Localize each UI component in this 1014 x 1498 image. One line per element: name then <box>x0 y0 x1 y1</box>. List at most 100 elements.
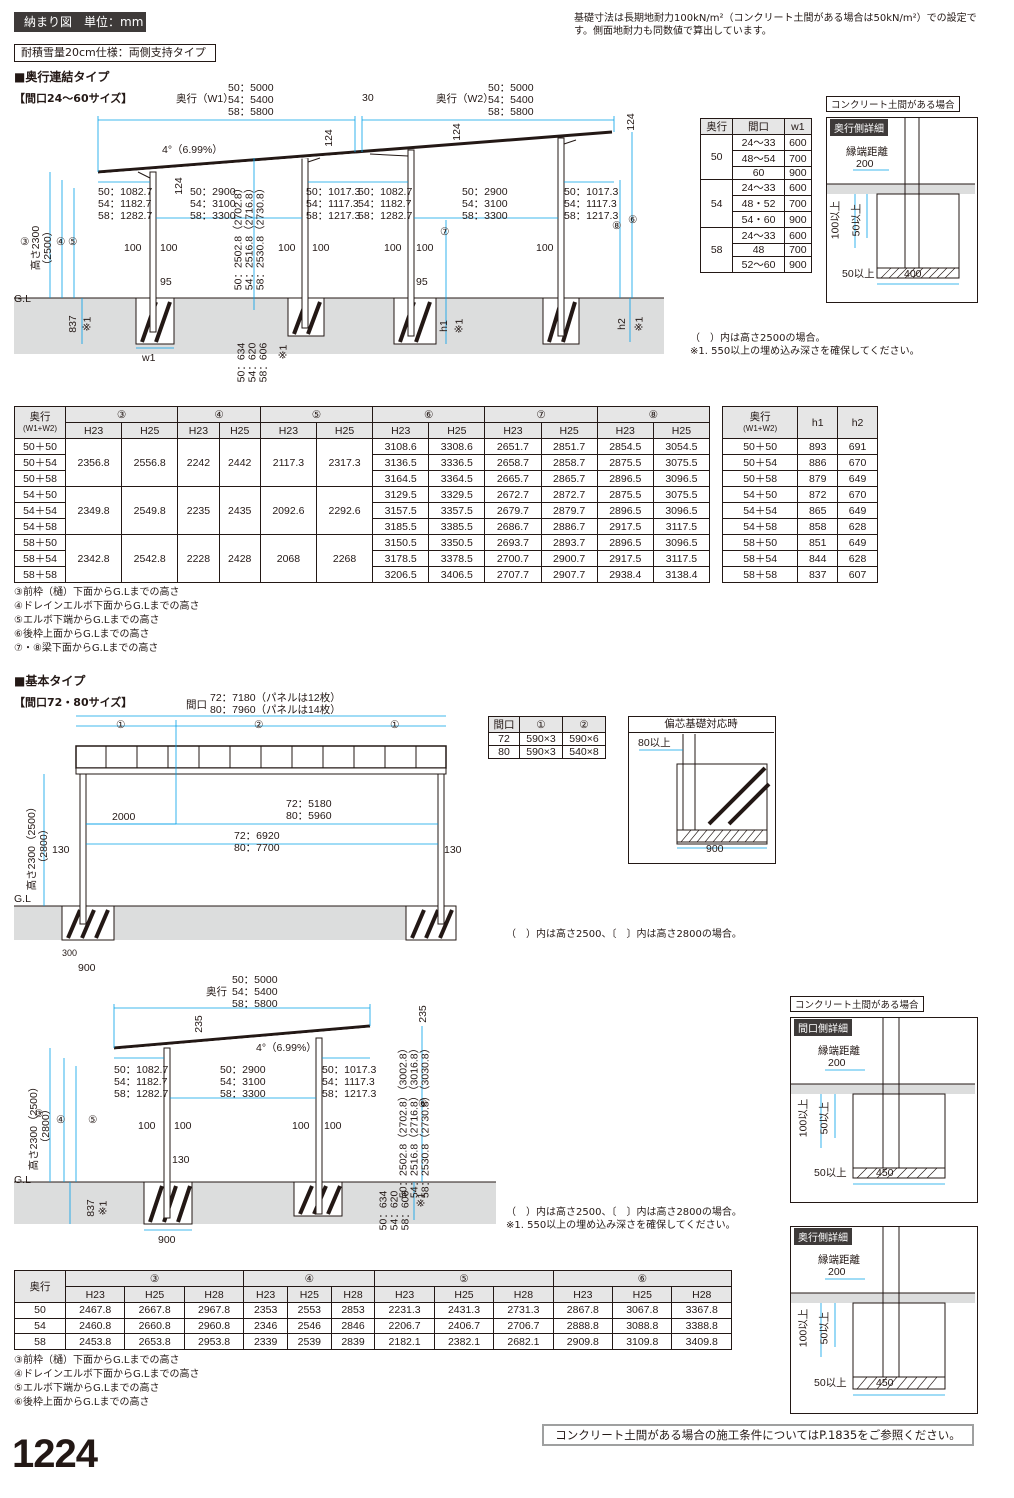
detail2a-v100: 100以上 <box>797 1098 810 1138</box>
mid-offsets-1: 50：1017.3 54：1117.3 58：1217.3 <box>306 186 361 222</box>
dim-100-c: 100 <box>278 242 296 254</box>
slope-label-3: 4°（6.99%） <box>256 1042 317 1054</box>
mark-1-b: ※1 <box>453 318 466 334</box>
dim-100-e: 100 <box>384 242 402 254</box>
bury-depths: 50：634 54：620 58：606 <box>235 342 270 383</box>
detail2b-edge-val: 200 <box>828 1266 846 1278</box>
mark-1-e: ※1 <box>97 1200 110 1216</box>
sec3-note1: （ ）内は高さ2500、〔 〕内は高さ2800の場合。 <box>506 1207 742 1218</box>
dim-235-b: 235 <box>416 1005 429 1023</box>
sec3-note2: ※1. 550以上の埋め込み深さを確保してください。 <box>506 1220 736 1231</box>
detail2b-drawing <box>791 1227 975 1396</box>
w1-label: w1 <box>142 352 156 364</box>
circle-3: ③ <box>20 236 30 248</box>
dim-130-a: 130 <box>52 844 70 856</box>
detail2a-b50: 50以上 <box>814 1167 847 1179</box>
rear-offsets-3: 50：1017.3 54：1117.3 58：1217.3 <box>322 1064 377 1100</box>
basic-type-front-elevation <box>14 715 457 941</box>
dim-100-k: 100 <box>324 1120 342 1132</box>
mark-1-a: ※1 <box>81 316 94 332</box>
legend1-item: ⑤エルボ下端からG.Lまでの高さ <box>14 615 160 626</box>
dim-900-b: 900 <box>158 1234 176 1246</box>
height-label-3: 高さ2300（2500）（2800） <box>28 1081 52 1171</box>
spec-label: 耐積雪量20cm仕様：両側支持タイプ <box>14 44 216 62</box>
basic-type-side-elevation <box>14 1004 496 1231</box>
front-offsets: 50：1082.7 54：1182.7 58：1282.7 <box>98 186 153 222</box>
dim-124-c: 124 <box>624 113 637 131</box>
detail1-tag: コンクリート土間がある場合 <box>826 96 960 112</box>
dim-100-b: 100 <box>160 242 178 254</box>
span-values-3: 50：2900 54：3100 58：3300 <box>220 1064 266 1100</box>
circle-4-b: ④ <box>56 1114 66 1126</box>
dim-837: 837 <box>66 315 79 333</box>
depth-label-3: 奥行 <box>206 986 227 998</box>
circle-7: ⑦ <box>440 226 450 238</box>
detail1-b50: 50以上 <box>842 268 875 280</box>
dim-130-b: 130 <box>444 844 462 856</box>
dim-100-a: 100 <box>124 242 142 254</box>
detail2a-v50: 50以上 <box>818 1101 831 1135</box>
eccentric-title: 偏芯基礎対応時 <box>628 718 774 733</box>
dim-124-a: 124 <box>322 129 335 147</box>
detail1-drawing <box>827 118 975 285</box>
gap-30: 30 <box>362 92 374 104</box>
h2-label: h2 <box>615 318 628 330</box>
slope-label: 4°（6.99%） <box>162 144 223 156</box>
post-heights: 50：2502.8（2702.8） 54：2516.8（2716.8） 58：2… <box>232 182 267 291</box>
reference-note: コンクリート土間がある場合の施工条件についてはP.1835をご参照ください。 <box>542 1424 974 1446</box>
dim-100-d: 100 <box>312 242 330 254</box>
dim-100-h: 100 <box>138 1120 156 1132</box>
detail1-width: 400 <box>904 268 922 280</box>
circle-5-b: ⑤ <box>88 1114 98 1126</box>
foundation-note: 基礎寸法は長期地耐力100kN/m²（コンクリート土間がある場合は50kN/m²… <box>574 13 977 37</box>
width-label: 間口 <box>186 699 207 711</box>
depth-w2-label: 奥行（W2） <box>436 93 494 105</box>
span-values-1: 50：2900 54：3100 58：3300 <box>190 186 236 222</box>
detail1-v50: 50以上 <box>850 203 863 237</box>
depth-w1-label: 奥行（W1） <box>176 93 234 105</box>
eccentric-drawing <box>639 734 771 849</box>
mark-1-c: ※1 <box>633 316 646 332</box>
circle-4: ④ <box>56 236 66 248</box>
mid-offsets-2: 50：1017.3 54：1117.3 58：1217.3 <box>564 186 619 222</box>
circle-3-b: ③ <box>34 1108 44 1120</box>
page-title: 納まり図 単位：mm <box>14 12 146 32</box>
post-heights-3: 50：2502.8（2702.8）（3002.8） 54：2516.8（2716… <box>397 1042 432 1199</box>
detail2b-label: 奥行側詳細 <box>794 1228 852 1245</box>
legend2-item: ④ドレインエルボ下面からG.Lまでの高さ <box>14 1369 200 1380</box>
dim-130-c: 130 <box>172 1154 190 1166</box>
detail2a-frame <box>790 1017 978 1203</box>
dim-100-i: 100 <box>174 1120 192 1132</box>
outer-span: 72：6920 80：7700 <box>234 830 280 854</box>
section-title-connected: ■奥行連結タイプ <box>14 70 110 84</box>
dim-95-b: 95 <box>416 276 428 288</box>
width-values: 72：7180（パネルは12枚） 80：7960（パネルは14枚） <box>210 692 341 716</box>
sec1-note1: （ ）内は高さ2500の場合。 <box>690 333 826 344</box>
depth-values-3: 50：5000 54：5400 58：5800 <box>232 974 278 1010</box>
detail1-edge-val: 200 <box>856 158 874 170</box>
legend2-item: ⑥後枠上面からG.Lまでの高さ <box>14 1397 150 1408</box>
detail1-frame <box>826 117 978 303</box>
detail2a-drawing <box>791 1018 975 1185</box>
height-label-1: 高さ2300（2500） <box>30 225 54 271</box>
page-number: 1224 <box>12 1432 98 1476</box>
connected-type-elevation <box>14 116 664 354</box>
dim-235-a: 235 <box>192 1015 205 1033</box>
dim-300: 300 <box>62 948 78 958</box>
height-label-2: 高さ2300（2500）（2800） <box>26 801 50 891</box>
